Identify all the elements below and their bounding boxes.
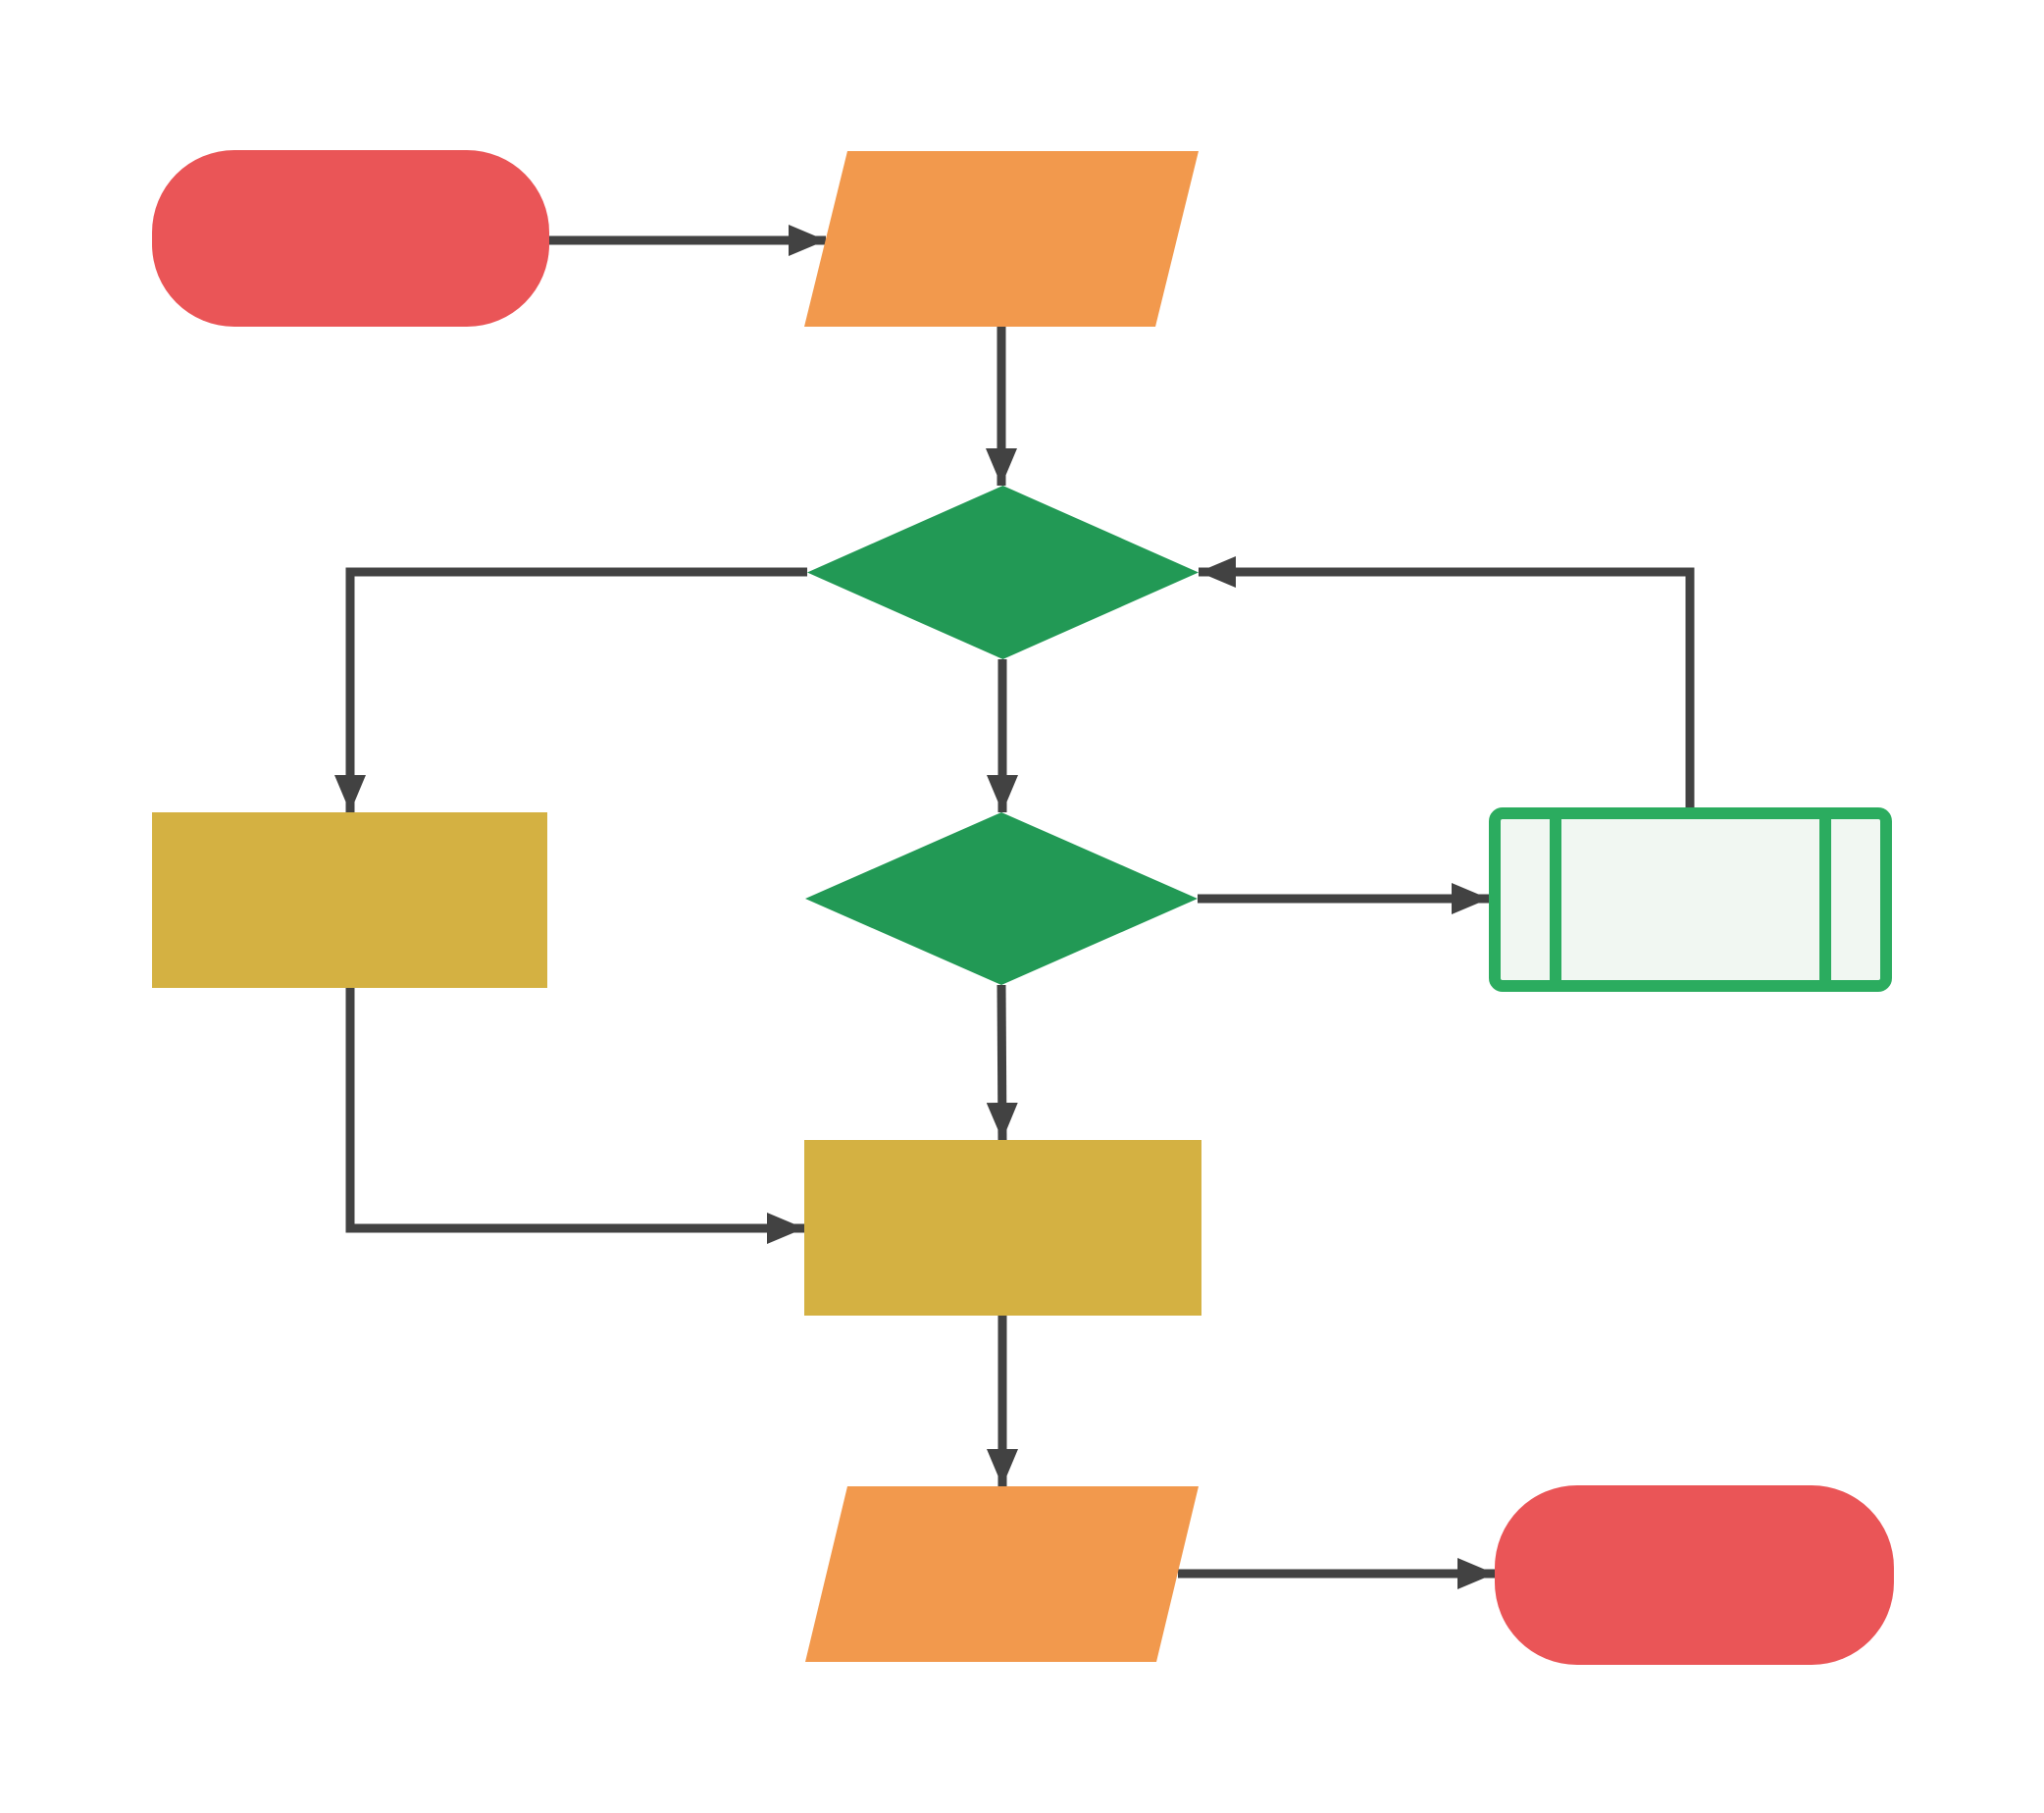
edge-decision1-to-process-left [334, 567, 807, 812]
edge-decision2-to-process-center [986, 984, 1018, 1141]
decision-diamond-2 [805, 812, 1198, 985]
process-rect-left [152, 812, 547, 988]
predefined-process-box [1489, 807, 1892, 992]
io-parallelogram-bottom [805, 1486, 1199, 1662]
start-terminator [152, 150, 549, 327]
edge-subroutine-return-to-decision1 [1199, 556, 1695, 807]
end-terminator [1495, 1485, 1894, 1665]
edge-process-left-to-process-center [345, 988, 804, 1244]
decision-diamond-1 [807, 486, 1199, 659]
io-parallelogram-top [804, 151, 1199, 327]
process-rect-center [804, 1140, 1201, 1316]
